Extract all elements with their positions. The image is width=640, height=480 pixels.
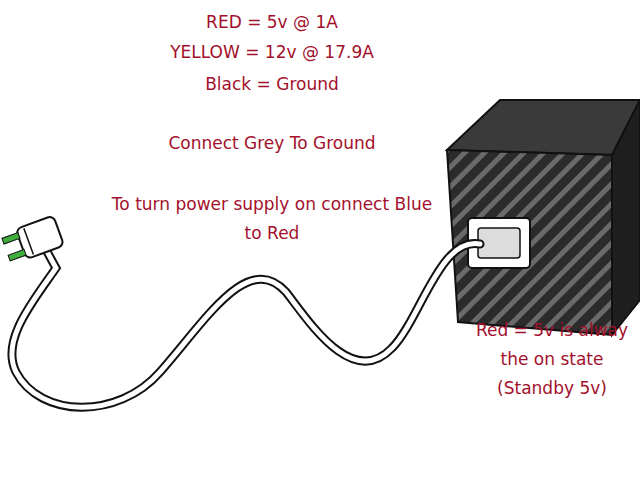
plug-ridge [24,228,34,254]
plug-prong [2,233,20,244]
plug [1,215,65,264]
note-text: Red = 5v is alway the on state (Standby … [469,316,635,403]
label-text: To turn power supply on connect Blue to … [107,190,437,248]
brick-side [612,100,640,335]
cord-outline [12,243,480,407]
brick-top [447,100,640,155]
label-text: Black = Ground [122,70,422,99]
plug-prong [8,249,26,260]
cord-core [12,243,480,407]
label-text: YELLOW = 12v @ 17.9A [122,38,422,67]
label-text: Connect Grey To Ground [112,129,432,158]
label-text: RED = 5v @ 1A [122,8,422,37]
